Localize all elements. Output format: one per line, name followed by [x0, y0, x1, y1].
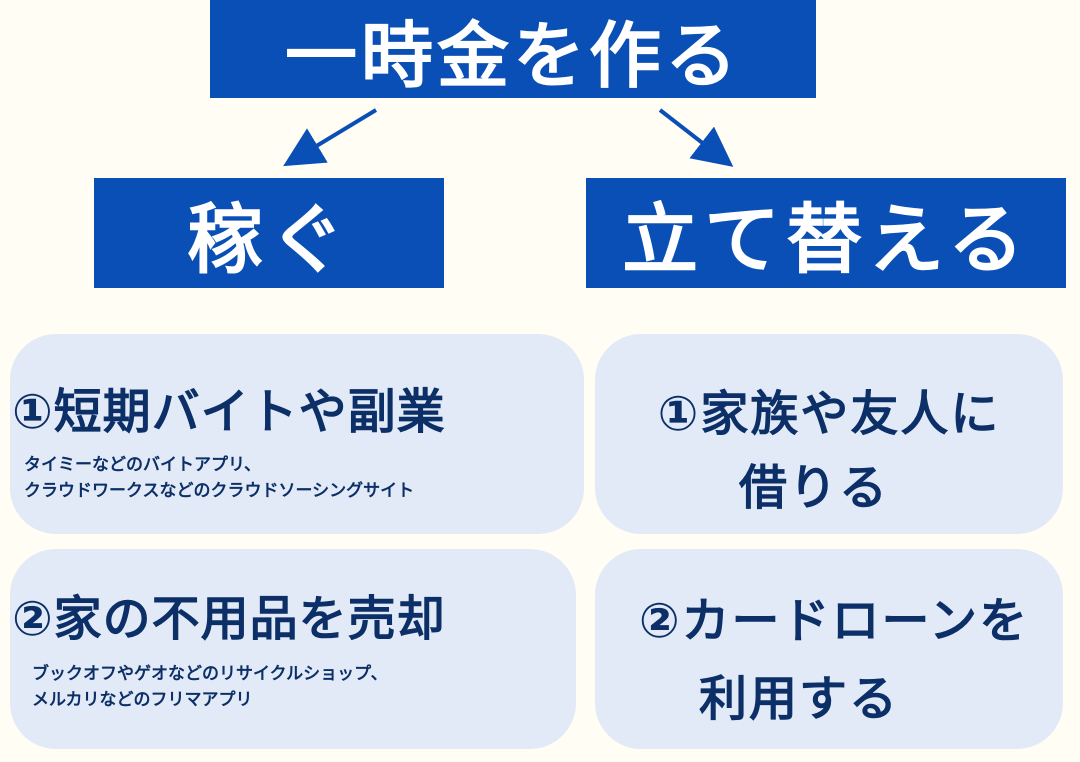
main-title: 一時金を作る	[210, 0, 816, 98]
category-earn: 稼ぐ	[94, 178, 444, 288]
card-earn-1-desc: タイミーなどのバイトアプリ、 クラウドワークスなどのクラウドソーシングサイト	[24, 452, 414, 504]
card-replace-2-line2: 利用する	[698, 671, 899, 727]
category-replace: 立て替える	[586, 178, 1066, 288]
card-earn-1-desc-line1: タイミーなどのバイトアプリ、	[24, 455, 261, 475]
card-replace-2: ②カードローンを 利用する	[595, 549, 1063, 749]
card-earn-2-desc-line1: ブックオフやゲオなどのリサイクルショップ、	[32, 664, 388, 684]
arrow-left	[283, 108, 378, 167]
card-replace-1-line1: ①家族や友人に	[657, 386, 1001, 442]
card-earn-2-desc: ブックオフやゲオなどのリサイクルショップ、 メルカリなどのフリマアプリ	[32, 661, 388, 713]
arrow-right	[658, 108, 734, 167]
card-earn-2-title: ②家の不用品を売却	[12, 591, 446, 647]
card-replace-2-line1: ②カードローンを	[638, 593, 1030, 649]
card-replace-1-line2: 借りる	[738, 460, 889, 516]
card-earn-1-title: ①短期バイトや副業	[12, 384, 446, 440]
card-earn-1-desc-line2: クラウドワークスなどのクラウドソーシングサイト	[24, 481, 415, 501]
card-earn-2: ②家の不用品を売却 ブックオフやゲオなどのリサイクルショップ、 メルカリなどのフ…	[10, 549, 576, 749]
card-earn-1: ①短期バイトや副業 タイミーなどのバイトアプリ、 クラウドワークスなどのクラウド…	[10, 334, 584, 534]
card-earn-2-desc-line2: メルカリなどのフリマアプリ	[32, 690, 253, 710]
card-replace-1: ①家族や友人に 借りる	[595, 334, 1063, 534]
